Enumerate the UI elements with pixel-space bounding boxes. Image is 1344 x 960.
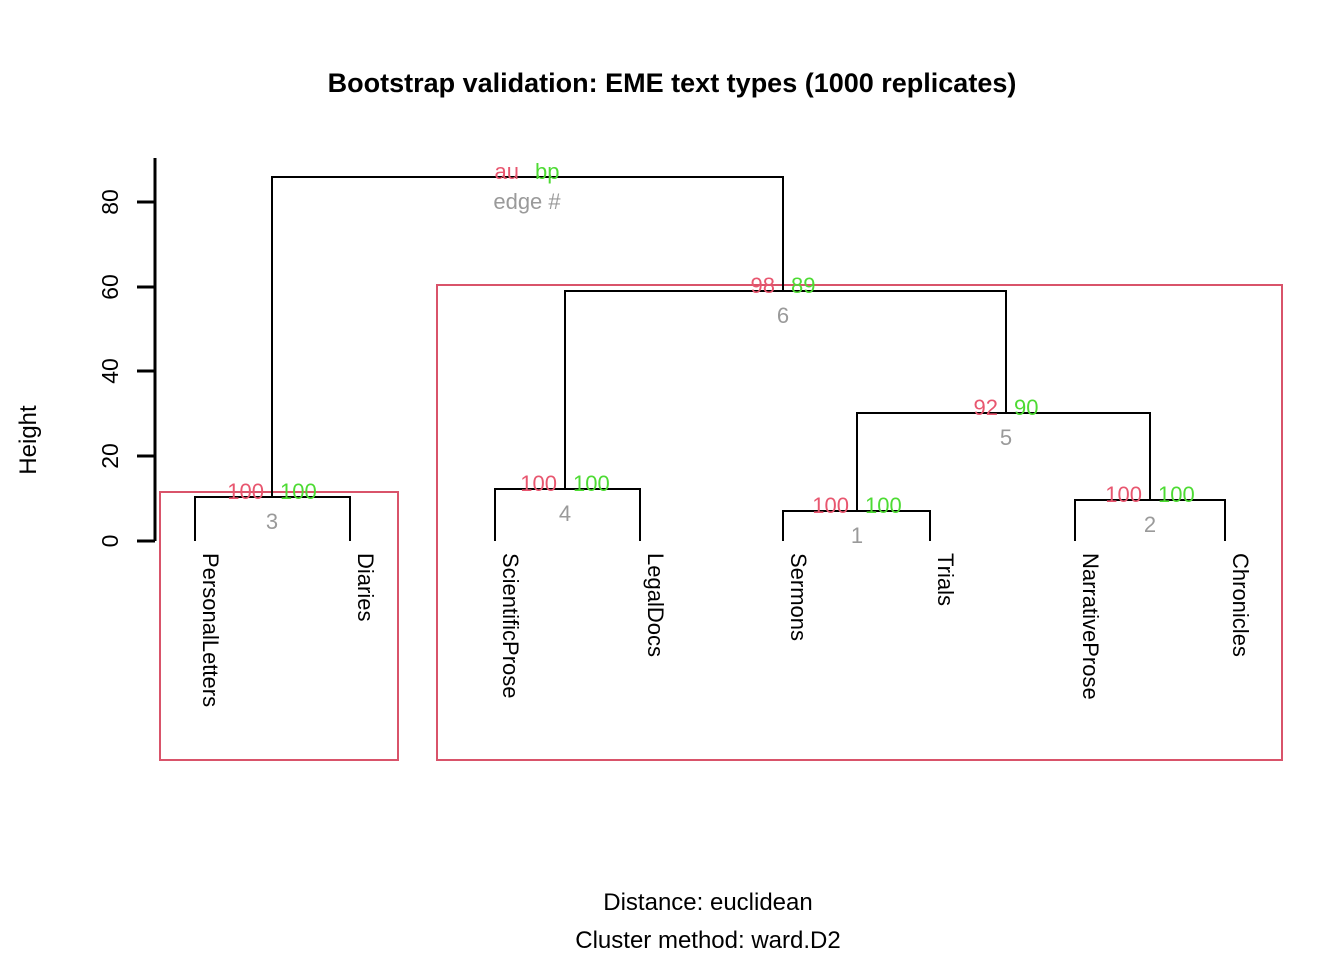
node-4-edge: 4 xyxy=(559,501,571,526)
node-5-edge: 5 xyxy=(1000,425,1012,450)
node-6-edge: 6 xyxy=(777,303,789,328)
y-axis-label-40: 40 xyxy=(97,358,123,384)
y-axis-label-0: 0 xyxy=(97,535,123,548)
node-labels-edge-2: 100 100 2 xyxy=(1105,482,1194,537)
node-5-bp: 90 xyxy=(1014,395,1038,420)
node-labels-edge-1: 100 100 1 xyxy=(812,493,901,548)
node-3-edge: 3 xyxy=(266,509,278,534)
tree-branch-root xyxy=(270,175,785,497)
leaf-label-sermons: Sermons xyxy=(786,553,811,641)
node-1-au: 100 xyxy=(812,493,849,518)
node-1-bp: 100 xyxy=(865,493,902,518)
node-labels-root: au bp edge # xyxy=(493,159,561,214)
node-2-au: 100 xyxy=(1105,482,1142,507)
node-4-bp: 100 xyxy=(573,471,610,496)
page-title: Bootstrap validation: EME text types (10… xyxy=(328,68,1017,98)
cluster-rect-2 xyxy=(435,283,1284,762)
node-labels-edge-3: 100 100 3 xyxy=(227,479,316,534)
node-labels-edge-6: 98 89 6 xyxy=(751,273,816,328)
leaf-label-chronicles: Chronicles xyxy=(1228,553,1253,657)
y-axis-label-80: 80 xyxy=(97,189,123,215)
node-3-bp: 100 xyxy=(280,479,317,504)
cluster-rectangles xyxy=(158,283,1284,762)
tree-branch-edge-4 xyxy=(493,487,642,541)
leaf-label-legaldocs: LegalDocs xyxy=(643,553,668,657)
cluster-rect-1 xyxy=(158,490,400,762)
legend-au-label: au xyxy=(495,159,519,184)
node-2-bp: 100 xyxy=(1158,482,1195,507)
node-labels-edge-5: 92 90 5 xyxy=(974,395,1039,450)
leaf-label-diaries: Diaries xyxy=(353,553,378,621)
legend-edge-label: edge # xyxy=(493,189,561,214)
node-2-edge: 2 xyxy=(1144,512,1156,537)
tree-branch-edge-5 xyxy=(855,411,1152,511)
node-5-au: 92 xyxy=(974,395,998,420)
dendrogram-tree xyxy=(193,175,1227,541)
leaf-labels: PersonalLetters Diaries ScientificProse … xyxy=(198,553,1253,707)
legend-bp-label: bp xyxy=(535,159,559,184)
leaf-label-personalletters: PersonalLetters xyxy=(198,553,223,707)
y-axis-label-20: 20 xyxy=(97,443,123,469)
leaf-label-trials: Trials xyxy=(933,553,958,606)
footer-distance: Distance: euclidean xyxy=(603,889,812,916)
tree-branch-edge-6 xyxy=(563,289,1008,489)
footer-cluster-method: Cluster method: ward.D2 xyxy=(575,927,840,954)
node-4-au: 100 xyxy=(520,471,557,496)
leaf-label-scientificprose: ScientificProse xyxy=(498,553,523,699)
node-3-au: 100 xyxy=(227,479,264,504)
leaf-label-narrativeprose: NarrativeProse xyxy=(1078,553,1103,700)
node-6-au: 98 xyxy=(751,273,775,298)
y-axis-label-60: 60 xyxy=(97,274,123,300)
plot-footer: Distance: euclidean Cluster method: ward… xyxy=(575,889,840,954)
node-1-edge: 1 xyxy=(851,523,863,548)
y-axis-title: Height xyxy=(15,405,42,475)
y-axis: 80 60 40 20 0 Height xyxy=(15,158,157,548)
node-labels-edge-4: 100 100 4 xyxy=(520,471,609,526)
node-6-bp: 89 xyxy=(791,273,815,298)
